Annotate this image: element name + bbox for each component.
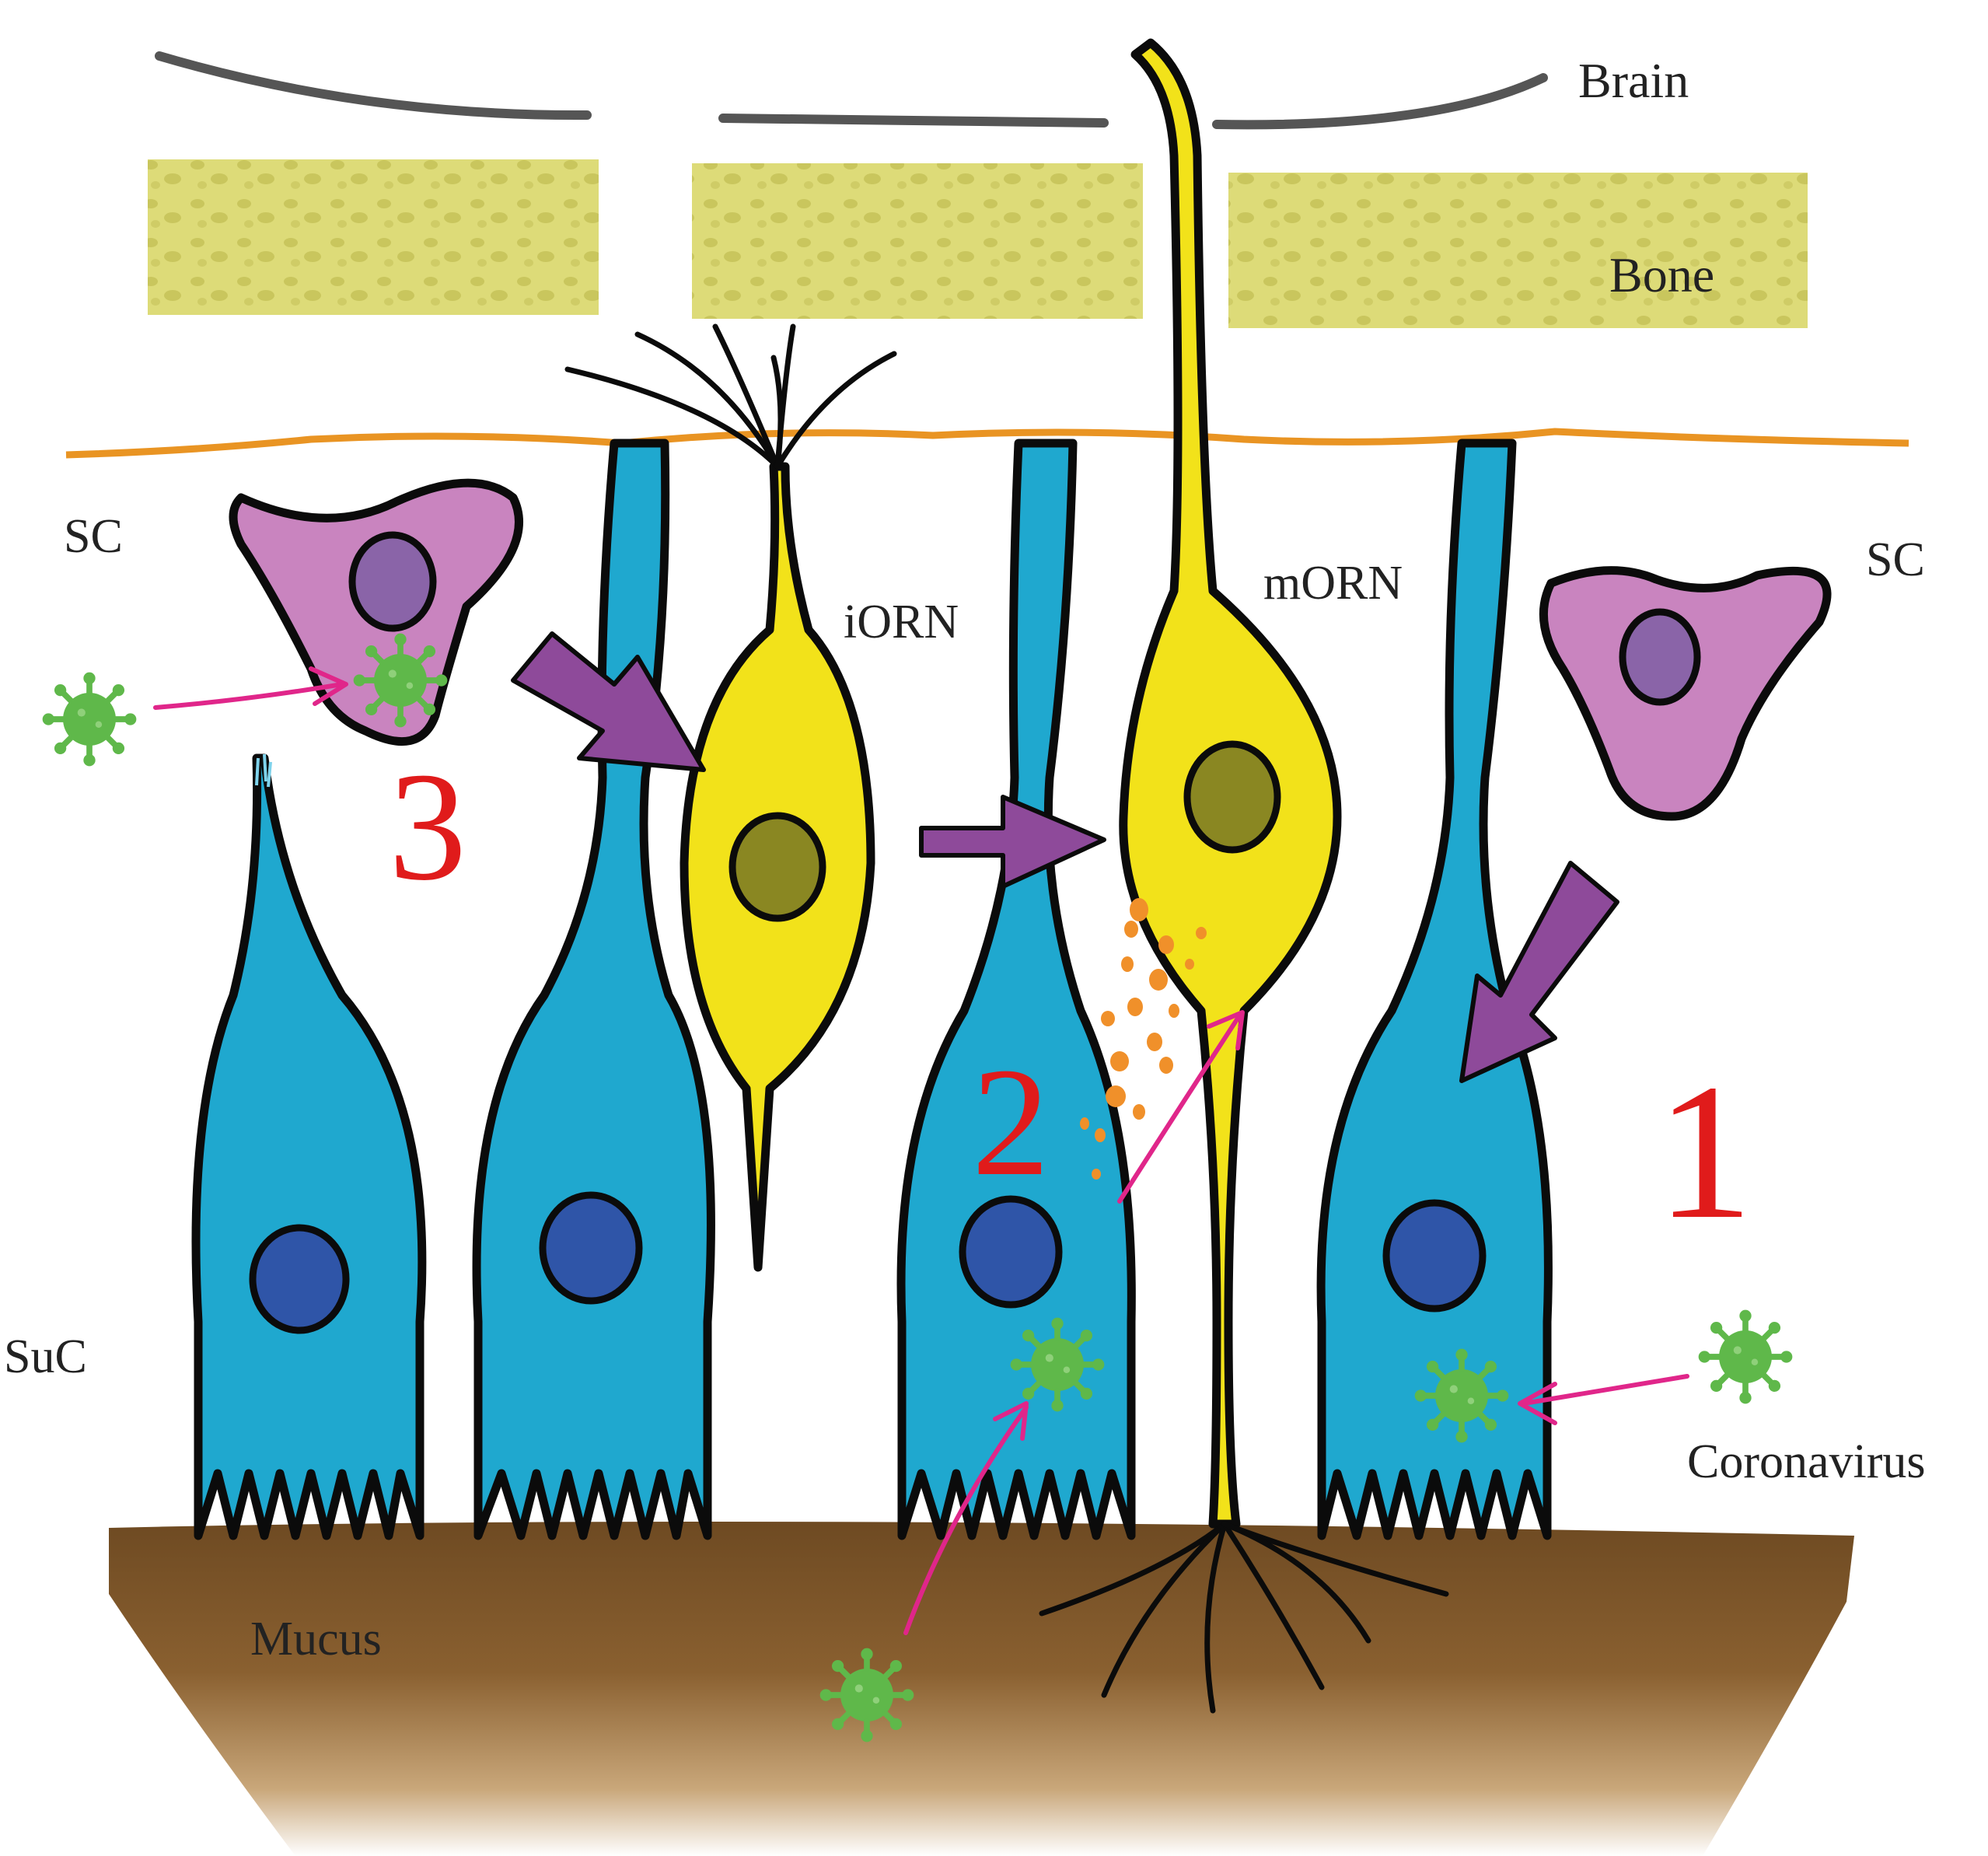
mature-olfactory-neuron [1039, 38, 1449, 1714]
label-mucus: Mucus [250, 1613, 382, 1666]
label-bone: Bone [1609, 247, 1714, 302]
block-arrow-icon [511, 631, 706, 772]
sustentacular-cell [1316, 439, 1553, 1540]
sustentacular-cell [896, 439, 1136, 1540]
neuron-nucleus [728, 812, 826, 922]
cell-nucleus [1382, 1199, 1487, 1312]
coronavirus-icon [43, 673, 137, 767]
label-brain: Brain [1578, 53, 1689, 108]
differentiation-arrows [511, 631, 1619, 1083]
infection-arrows [153, 666, 1689, 1635]
bone-layer [148, 159, 1808, 328]
label-sc-left: SC [64, 510, 123, 563]
stem-cell-nucleus [348, 531, 437, 632]
step-number-2: 2 [972, 1036, 1050, 1208]
stem-cell-left [229, 478, 523, 746]
step-number-3: 3 [389, 741, 466, 913]
stem-cell-right [1539, 566, 1832, 821]
coronavirus-icon [1011, 1318, 1105, 1412]
label-coronavirus: Coronavirus [1687, 1435, 1926, 1488]
block-arrow-icon [1459, 861, 1619, 1083]
label-sc-right: SC [1866, 533, 1925, 586]
cell-debris [1080, 898, 1207, 1180]
cell-nucleus [539, 1191, 643, 1305]
neuron-cilia [1039, 1521, 1449, 1714]
sustentacular-cell [191, 753, 427, 1540]
label-iorn: iORN [844, 596, 959, 648]
coronavirus-icon [354, 634, 448, 728]
label-suc: SuC [4, 1330, 87, 1383]
cell-nucleus [959, 1195, 1063, 1309]
coronavirus-icon [1415, 1349, 1509, 1443]
brain-membrane [155, 51, 1548, 130]
arrow-icon [903, 1401, 1029, 1635]
neuron-dendrites [564, 323, 897, 470]
stem-cell-nucleus [1619, 608, 1701, 706]
arrow-icon [1117, 1010, 1245, 1204]
sustentacular-cell [472, 439, 715, 1540]
mucus-layer [109, 1522, 1854, 1856]
label-morn: mORN [1263, 557, 1403, 610]
step-number-1: 1 [1656, 1044, 1753, 1260]
arrow-icon [153, 666, 348, 710]
cell-nucleus [249, 1224, 350, 1334]
coronavirus-icon [820, 1648, 914, 1742]
coronavirus-icon [1699, 1310, 1793, 1404]
arrow-icon [1518, 1374, 1689, 1425]
basement-membrane [65, 428, 1909, 459]
neuron-nucleus [1183, 740, 1281, 854]
immature-olfactory-neuron [564, 323, 897, 1272]
block-arrow-icon [919, 795, 1106, 889]
